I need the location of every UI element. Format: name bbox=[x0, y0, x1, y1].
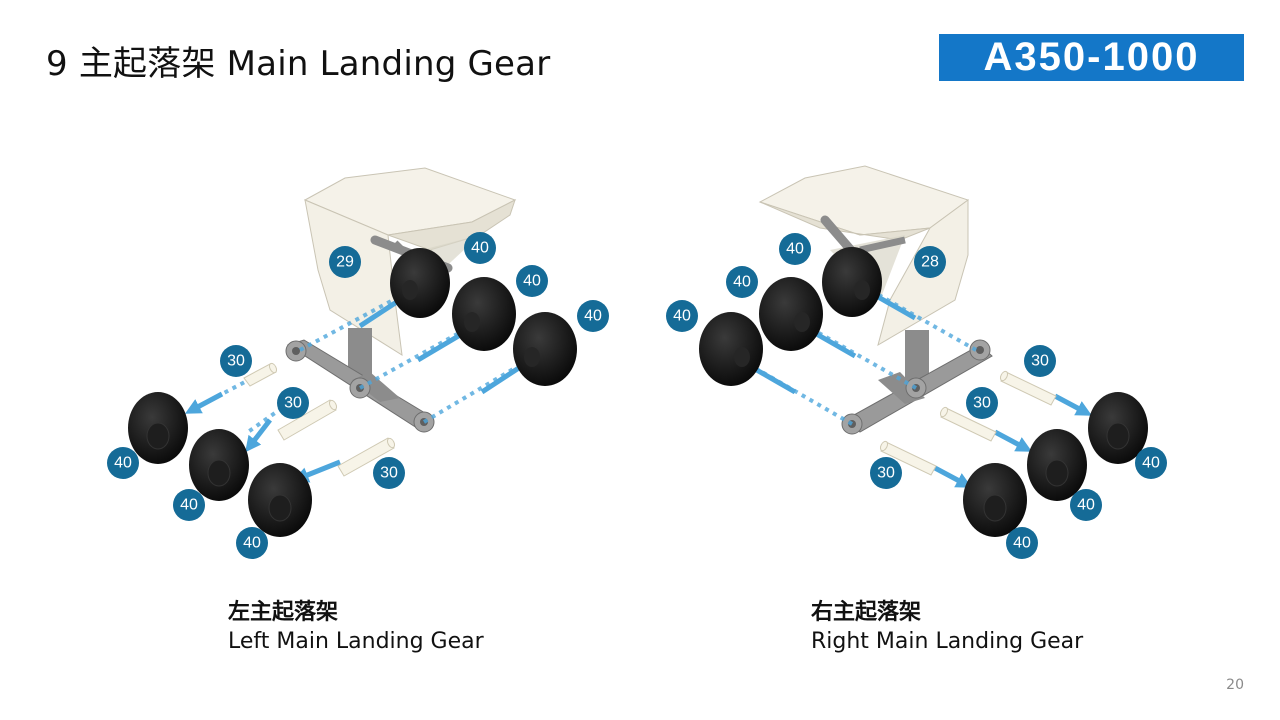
wheel bbox=[822, 247, 882, 317]
svg-text:29: 29 bbox=[336, 254, 354, 271]
svg-text:40: 40 bbox=[584, 308, 602, 325]
right-axle-pins bbox=[879, 370, 1057, 476]
svg-text:40: 40 bbox=[523, 273, 541, 290]
wheel bbox=[390, 248, 450, 318]
part-badge: 40 bbox=[726, 266, 758, 298]
part-badge: 30 bbox=[1024, 345, 1056, 377]
part-badge: 40 bbox=[779, 233, 811, 265]
left-gear-caption: 左主起落架 Left Main Landing Gear bbox=[228, 598, 484, 656]
part-badge: 30 bbox=[966, 387, 998, 419]
svg-text:40: 40 bbox=[1142, 455, 1160, 472]
page-title: 9 主起落架 Main Landing Gear bbox=[46, 44, 551, 84]
svg-text:30: 30 bbox=[227, 353, 245, 370]
svg-text:40: 40 bbox=[673, 308, 691, 325]
svg-text:40: 40 bbox=[180, 497, 198, 514]
part-badge: 40 bbox=[464, 232, 496, 264]
part-badge: 40 bbox=[107, 447, 139, 479]
part-badge: 40 bbox=[516, 265, 548, 297]
svg-text:40: 40 bbox=[243, 535, 261, 552]
part-badge: 40 bbox=[236, 527, 268, 559]
a350-logo: A350-1000 bbox=[939, 34, 1244, 81]
svg-text:28: 28 bbox=[921, 254, 939, 271]
svg-text:40: 40 bbox=[1013, 535, 1031, 552]
svg-text:30: 30 bbox=[284, 395, 302, 412]
wheel bbox=[759, 277, 823, 351]
left-gear-caption-zh: 左主起落架 bbox=[228, 600, 339, 625]
wheel bbox=[699, 312, 763, 386]
part-badge: 30 bbox=[277, 387, 309, 419]
part-badge: 30 bbox=[870, 457, 902, 489]
part-badge: 30 bbox=[373, 457, 405, 489]
svg-text:30: 30 bbox=[877, 465, 895, 482]
left-part-badges: 29 40 40 40 30 30 30 40 40 40 bbox=[107, 232, 609, 559]
svg-text:40: 40 bbox=[733, 274, 751, 291]
left-detached-wheels bbox=[128, 392, 312, 537]
svg-text:40: 40 bbox=[1077, 497, 1095, 514]
right-detached-wheels bbox=[963, 392, 1148, 537]
part-badge: 30 bbox=[220, 345, 252, 377]
page-number: 20 bbox=[1226, 677, 1244, 693]
right-gear-caption-zh: 右主起落架 bbox=[811, 600, 922, 625]
right-gear-caption-en: Right Main Landing Gear bbox=[811, 629, 1084, 654]
left-gear-caption-en: Left Main Landing Gear bbox=[228, 629, 484, 654]
right-gear-assembly: 28 40 40 40 30 30 30 40 40 40 bbox=[666, 165, 1167, 559]
svg-text:30: 30 bbox=[973, 395, 991, 412]
right-gear-caption: 右主起落架 Right Main Landing Gear bbox=[811, 598, 1083, 656]
svg-text:30: 30 bbox=[1031, 353, 1049, 370]
left-mounted-wheels bbox=[390, 248, 577, 386]
left-axle-pins bbox=[243, 362, 396, 477]
svg-text:30: 30 bbox=[380, 465, 398, 482]
svg-text:40: 40 bbox=[471, 240, 489, 257]
part-badge: 40 bbox=[1070, 489, 1102, 521]
right-mounted-wheels bbox=[699, 247, 882, 386]
part-badge: 28 bbox=[914, 246, 946, 278]
right-part-badges: 28 40 40 40 30 30 30 40 40 40 bbox=[666, 233, 1167, 559]
part-badge: 40 bbox=[173, 489, 205, 521]
part-badge: 40 bbox=[1135, 447, 1167, 479]
left-gear-assembly: 29 40 40 40 30 30 30 40 40 40 bbox=[107, 167, 609, 559]
part-badge: 40 bbox=[1006, 527, 1038, 559]
wheel bbox=[513, 312, 577, 386]
part-badge: 40 bbox=[577, 300, 609, 332]
svg-text:40: 40 bbox=[786, 241, 804, 258]
part-badge: 40 bbox=[666, 300, 698, 332]
part-badge: 29 bbox=[329, 246, 361, 278]
svg-text:40: 40 bbox=[114, 455, 132, 472]
wheel bbox=[452, 277, 516, 351]
